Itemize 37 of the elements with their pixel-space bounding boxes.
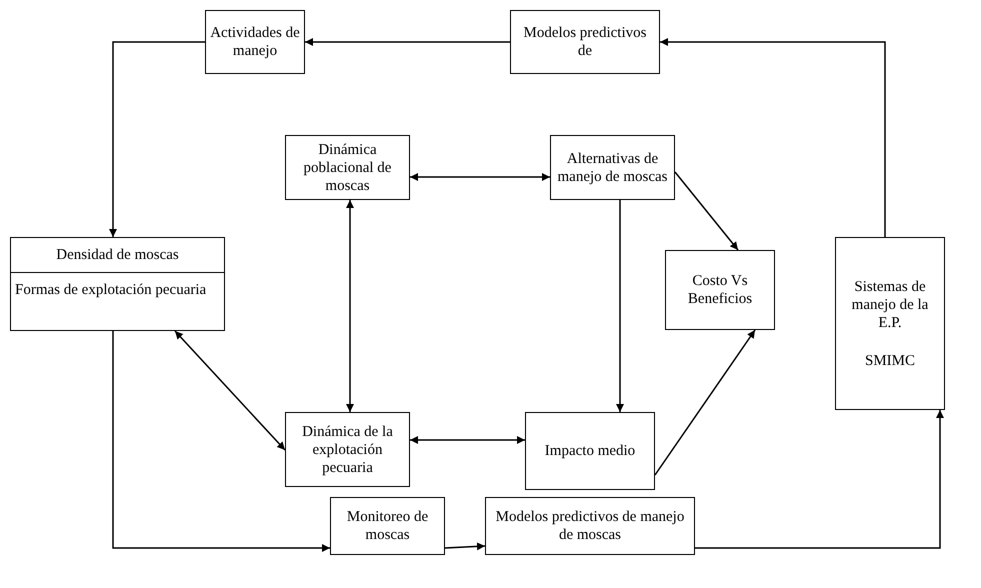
process-box xyxy=(285,135,410,200)
process-box xyxy=(285,412,410,487)
arrow xyxy=(674,172,739,250)
box-label: Costo Vs Beneficios xyxy=(686,272,754,308)
box-label: Modelos predictivos de manejo de moscas xyxy=(494,508,686,544)
arrow xyxy=(346,200,354,412)
process-box xyxy=(205,10,305,74)
box-label: Alternativas de manejo de moscas xyxy=(556,150,668,186)
process-box xyxy=(525,412,655,490)
process-box xyxy=(550,135,675,200)
box-label: Sistemas de manejo de la E.P. xyxy=(850,278,930,332)
arrow xyxy=(660,38,886,237)
box-label: Dinámica de la explotación pecuaria xyxy=(301,422,394,476)
arrow xyxy=(695,410,944,549)
process-box xyxy=(665,250,775,330)
box-label: SMIMC xyxy=(864,352,916,370)
box-label: Densidad de moscas xyxy=(56,247,179,263)
process-box xyxy=(510,10,660,74)
process-box xyxy=(835,237,945,410)
box-label: Actividades de manejo xyxy=(209,24,301,60)
arrow xyxy=(109,41,205,237)
process-box xyxy=(10,237,225,331)
arrow xyxy=(305,38,510,46)
box-label: Monitoreo de moscas xyxy=(346,508,430,544)
arrow xyxy=(654,330,756,476)
process-box xyxy=(330,497,445,555)
arrow xyxy=(444,542,486,550)
box-label: Dinámica poblacional de moscas xyxy=(302,140,392,194)
box-label: Impacto medio xyxy=(544,442,636,460)
arrow xyxy=(616,200,624,412)
process-box xyxy=(485,497,695,555)
arrow xyxy=(112,331,330,552)
arrow xyxy=(410,173,550,181)
arrow xyxy=(410,436,525,444)
box-label: Modelos predictivos de xyxy=(522,24,648,60)
arrow xyxy=(174,330,286,450)
box-label: Formas de explotación pecuaria xyxy=(15,282,206,298)
